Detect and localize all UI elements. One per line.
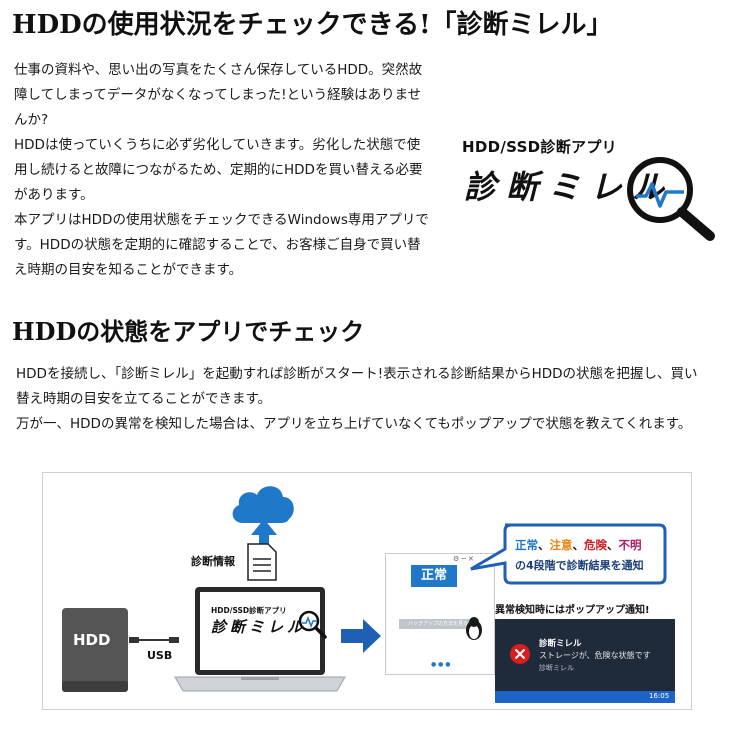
info-label: 診断情報 [191,555,235,568]
usb-cable-icon [129,637,179,643]
upload-arrow-icon [251,519,277,563]
intro-paragraph-2: HDDは使っていくうちに必ず劣化していきます。劣化した状態で使用し続けると故障に… [14,137,423,203]
bubble-line2: の4段階で診断結果を通知 [515,559,644,572]
magnifier-icon [627,157,715,241]
popup-source: 診断ミレル [539,664,574,672]
taskbar [495,691,675,703]
app-page-dots: ● ● ● [431,661,451,668]
cloud-icon [232,486,294,523]
right-arrow-icon [341,619,381,653]
section-title-check: HDDの状態をアプリでチェック [12,317,365,346]
app-window-controls: ⚙ ─ ✕ [453,555,474,563]
logo-subtitle: HDD/SSD診断アプリ [462,138,617,156]
app-backup-button[interactable]: バックアップの方法を見る [399,619,477,629]
app-status-badge: 正常 [411,565,457,587]
error-icon [510,644,530,664]
intro-paragraph-3: 本アプリはHDDの使用状態をチェックできるWindows専用アプリです。HDDの… [14,212,429,278]
intro-paragraph-1: 仕事の資料や、思い出の写真をたくさん保存しているHDD。突然故障してしまってデー… [14,62,423,128]
popup-message: ストレージが、危険な状態です [539,651,651,660]
popup-app-name: 診断ミレル [539,639,582,649]
bubble-caution: 注意 [549,538,573,552]
bubble-danger: 危険 [584,538,607,552]
document-icon [247,543,277,581]
hdd-label: HDD [73,631,111,649]
check-text: HDDを接続し、「診断ミレル」を起動すれば診断がスタート!表示される診断結果から… [16,362,706,437]
bubble-status-line: 正常、注意、危険、不明 [515,538,642,552]
intro-text: 仕事の資料や、思い出の写真をたくさん保存しているHDD。突然故障してしまってデー… [14,58,432,283]
taskbar-time: 16:05 [649,692,670,700]
hdd-drive-icon [62,608,128,692]
bubble-unknown: 不明 [618,538,642,552]
usage-diagram: HDD USB 診断情報 HDD/SSD診断アプリ 診断ミレル ⚙ [42,472,692,710]
laptop-app-subtitle: HDD/SSD診断アプリ [211,606,287,615]
bubble-normal: 正常 [515,538,538,552]
status-bubble [470,523,667,585]
popup-heading: 異常検知時にはポップアップ通知! [495,605,650,616]
laptop-app-name: 診断ミレル [211,618,307,636]
section-title-overview: HDDの使用状況をチェックできる!「診断ミレル」 [12,10,613,40]
usb-label: USB [147,649,173,662]
laptop-icon [174,587,346,692]
check-paragraph-2: 万が一、HDDの異常を検知した場合は、アプリを立ち上げていなくてもポップアップで… [16,416,692,432]
check-paragraph-1: HDDを接続し、「診断ミレル」を起動すれば診断がスタート!表示される診断結果から… [16,366,698,407]
laptop-magnifier-icon [298,610,327,639]
penguin-icon [466,617,482,640]
